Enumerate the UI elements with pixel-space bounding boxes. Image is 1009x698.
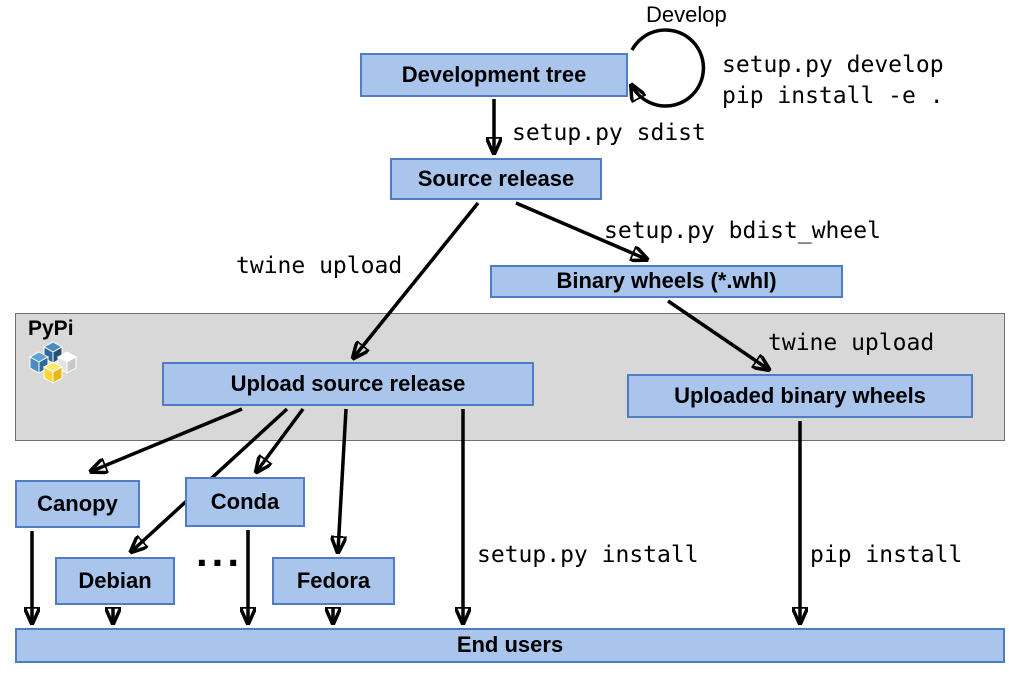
node-source-release: Source release	[390, 158, 602, 200]
node-upload-source-release: Upload source release	[162, 362, 534, 406]
label-twine-upload-source: twine upload	[236, 253, 403, 279]
label-twine-upload-wheels: twine upload	[768, 330, 935, 356]
node-uploaded-binary-wheels: Uploaded binary wheels	[627, 374, 973, 418]
node-binary-wheels: Binary wheels (*.whl)	[490, 265, 843, 298]
node-end-users: End users	[15, 628, 1005, 663]
label-sdist: setup.py sdist	[512, 120, 706, 146]
label-pip-install: pip install	[810, 542, 963, 568]
edge-uploadsource-conda	[257, 407, 305, 471]
node-fedora: Fedora	[272, 557, 395, 605]
label-setup-install: setup.py install	[477, 542, 699, 568]
edge-source-binarywheels	[515, 201, 646, 259]
pypi-logo	[28, 341, 78, 384]
edge-source-uploadsource	[354, 201, 480, 357]
pypi-band-label: PyPi	[28, 317, 74, 340]
edge-uploadsource-canopy	[92, 407, 243, 471]
more-distros-ellipsis: ...	[196, 528, 244, 575]
edge-develop-self-loop	[632, 28, 706, 108]
label-develop-cmd-1: setup.py develop	[722, 52, 944, 78]
node-canopy: Canopy	[15, 480, 140, 528]
edge-binarywheels-uploadedwheels	[667, 299, 768, 369]
node-development-tree: Development tree	[360, 53, 628, 97]
label-develop-cmd-2: pip install -e .	[722, 83, 944, 109]
node-debian: Debian	[55, 557, 175, 605]
node-conda: Conda	[185, 477, 305, 527]
edge-uploadsource-fedora	[338, 408, 348, 551]
label-bdist-wheel: setup.py bdist_wheel	[604, 218, 881, 244]
label-develop-commands: setup.py develop pip install -e .	[722, 50, 944, 112]
label-develop: Develop	[646, 2, 727, 27]
